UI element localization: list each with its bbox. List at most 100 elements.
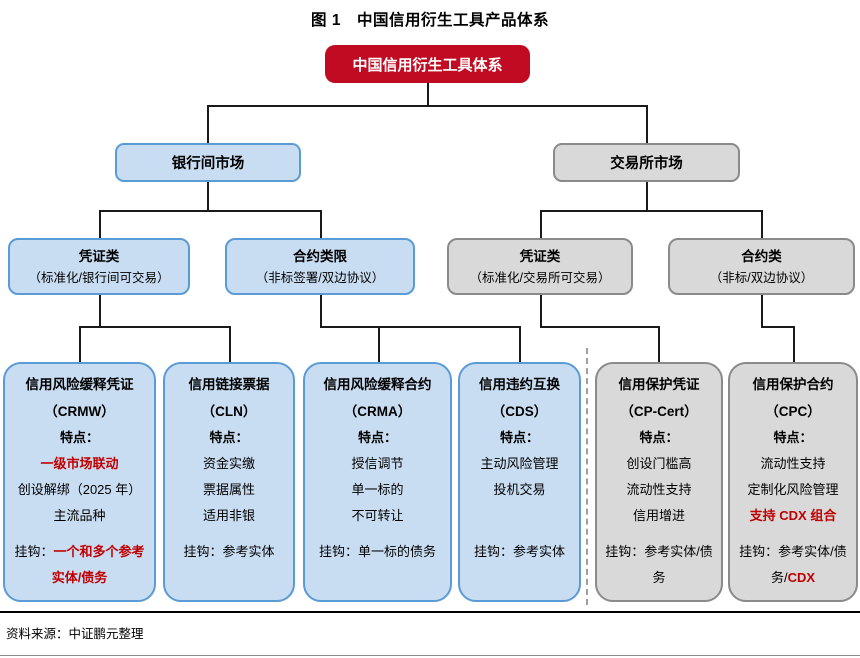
product-node: 信用链接票据 （CLN） 特点： 资金实缴票据属性适用非银 挂钩：参考实体 [163,362,295,602]
node-label: 合约类限 [293,248,347,264]
product-node: 信用风险缓释合约 （CRMA） 特点： 授信调节单一标的不可转让 挂钩：单一标的… [303,362,452,602]
product-feature: 创设门槛高 [626,456,692,471]
product-hook: 挂钩：参考实体 [474,539,565,592]
connector-line [99,295,101,326]
connector-line [99,210,101,238]
connector-line [540,295,542,326]
connector-line [761,210,763,238]
product-code: （CDS） [491,404,548,419]
connector-line [320,295,322,326]
product-feature: 投机交易 [493,482,546,497]
hook-segment: 债务/ [770,544,847,585]
node-sublabel: （标准化/交易所可交易） [469,270,611,285]
hook-segment: 挂钩：参考实体 [183,544,275,559]
product-feature: 流动性支持 [760,456,826,471]
product-code: （CPC） [765,404,821,419]
product-feature: 授信调节 [351,456,404,471]
product-feature: 主流品种 [53,508,106,523]
root-node: 中国信用衍生工具体系 [325,45,530,83]
node-sublabel: （标准化/银行间可交易） [28,270,170,285]
connector-line [207,105,209,143]
node-label: 银行间市场 [171,156,245,172]
product-node: 信用保护合约 （CPC） 特点： 流动性支持定制化风险管理支持 CDX 组合 挂… [728,362,858,602]
product-feature: 信用增进 [632,508,685,523]
product-feature: 票据属性 [202,482,255,497]
product-title: 信用保护凭证 [618,377,700,392]
features-label: 特点： [59,430,99,445]
features-label: 特点： [499,430,539,445]
features-label: 特点： [209,430,249,445]
product-feature: 不可转让 [351,508,404,523]
product-features: 资金实缴票据属性适用非银 [203,451,255,529]
hook-segment: CDX [787,570,816,585]
product-feature: 创设解绑（2025 年） [17,482,142,497]
hook-segment: 一个和多个参考实体/债务 [51,544,145,585]
features-label: 特点： [357,430,397,445]
product-code: （CRMW） [44,404,115,419]
connector-line [540,210,542,238]
source-note: 资料来源：中证鹏元整理 [6,627,144,641]
node-label: 合约类 [741,248,782,264]
product-hook: 挂钩：参考实体/债务 [601,539,717,592]
connector-line [229,326,231,362]
product-title: 信用违约互换 [479,377,560,392]
hook-segment: 挂钩：参考实体/债务 [605,544,713,585]
node-contract-class-exchange: 合约类 （非标/双边协议） [668,238,855,295]
connector-line [378,326,380,362]
product-features: 主动风险管理投机交易 [480,451,558,503]
product-title: 信用风险缓释凭证 [25,377,134,392]
connector-line [79,326,81,362]
product-hook: 挂钩：单一标的债务 [319,539,436,592]
product-hook: 挂钩：一个和多个参考实体/债务 [9,539,150,592]
product-node: 信用风险缓释凭证 （CRMW） 特点： 一级市场联动创设解绑（2025 年） 主流… [3,362,156,602]
features-label: 特点： [773,430,813,445]
hook-segment: 挂钩： [14,544,54,559]
node-label: 交易所市场 [610,156,683,172]
product-feature: 资金实缴 [202,456,255,471]
features-label: 特点： [639,430,679,445]
root-node-label: 中国信用衍生工具体系 [352,56,503,74]
product-feature: 流动性支持 [626,482,692,497]
product-code: （CLN） [201,404,257,419]
product-feature: 支持 CDX 组合 [749,508,837,523]
connector-line [320,326,520,328]
hook-segment: 挂钩：单一标的债务 [318,544,436,559]
product-features: 流动性支持定制化风险管理支持 CDX 组合 [747,451,838,529]
market-divider-dashed-line [586,348,588,605]
product-feature: 主动风险管理 [480,456,559,471]
node-sublabel: （非标签署/双边协议） [255,270,385,285]
connector-line [761,295,763,326]
connector-line [207,182,209,210]
product-code: （CRMA） [343,404,412,419]
node-certificate-class-exchange: 凭证类 （标准化/交易所可交易） [447,238,633,295]
connector-line [207,105,647,107]
connector-line [646,105,648,143]
connector-line [761,326,794,328]
product-features: 创设门槛高流动性支持信用增进 [626,451,691,529]
node-interbank-market: 银行间市场 [115,143,301,182]
product-features: 一级市场联动创设解绑（2025 年） 主流品种 [18,451,142,529]
connector-line [427,83,429,105]
product-code: （CP-Cert） [620,404,698,419]
hook-segment: 挂钩：参考实体 [473,544,565,559]
node-label: 凭证类 [519,248,561,264]
figure-title: 图 1 中国信用衍生工具产品体系 [311,12,549,29]
connector-line [320,210,322,238]
connector-line [540,326,659,328]
connector-line [79,326,230,328]
node-label: 凭证类 [78,248,120,264]
product-title: 信用保护合约 [752,377,834,392]
product-feature: 一级市场联动 [40,456,119,471]
node-exchange-market: 交易所市场 [553,143,740,182]
connector-line [646,182,648,210]
product-feature: 单一标的 [351,482,404,497]
product-node: 信用保护凭证 （CP-Cert） 特点： 创设门槛高流动性支持信用增进 挂钩：参… [595,362,723,602]
node-certificate-class-interbank: 凭证类 （标准化/银行间可交易） [8,238,190,295]
node-contract-class-interbank: 合约类限 （非标签署/双边协议） [225,238,415,295]
connector-line [99,210,321,212]
product-title: 信用链接票据 [188,377,270,392]
product-features: 授信调节单一标的不可转让 [351,451,403,529]
product-leaves-row: 信用风险缓释凭证 （CRMW） 特点： 一级市场联动创设解绑（2025 年） 主流… [0,362,860,602]
connector-line [519,326,521,362]
